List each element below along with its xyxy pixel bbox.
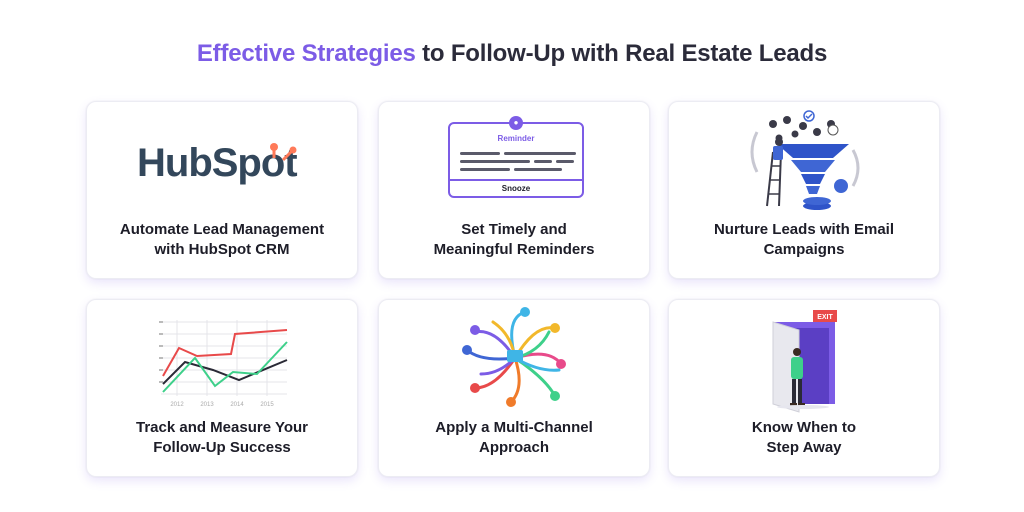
card-label-line1: Track and Measure Your [135, 419, 309, 436]
card-track-measure: 2012 2013 2014 2015 Track and Measure Yo… [86, 299, 358, 477]
bell-icon: ● [509, 116, 523, 130]
card-label-line2: Step Away [766, 439, 842, 456]
text-line [460, 168, 510, 171]
text-line [534, 160, 552, 163]
chart-year-label: 2014 [230, 402, 244, 408]
text-line [504, 152, 576, 155]
card-label-line2: Meaningful Reminders [433, 241, 595, 258]
text-line [460, 152, 500, 155]
line-chart-illustration: 2012 2013 2014 2015 [87, 300, 357, 415]
multichannel-arrows-illustration [379, 300, 649, 415]
card-label-line2: Campaigns [763, 241, 845, 258]
card-label-line2: Approach [478, 439, 549, 456]
card-reminders: ● Reminder Snooze Set Timely and Meaning… [378, 101, 650, 279]
exit-door-illustration: EXIT [669, 300, 939, 415]
text-line [514, 168, 562, 171]
card-label-line1: Nurture Leads with Email [713, 221, 895, 238]
card-label-line1: Know When to [751, 419, 857, 436]
card-label-line1: Automate Lead Management [119, 221, 325, 238]
card-label-line1: Set Timely and [461, 221, 567, 238]
page-title: Effective Strategies to Follow-Up with R… [0, 40, 1024, 68]
chart-year-label: 2012 [170, 402, 184, 408]
line-chart-icon: 2012 2013 2014 2015 [159, 320, 288, 408]
card-label: Automate Lead Management with HubSpot CR… [97, 220, 347, 260]
card-label-line2: with HubSpot CRM [154, 241, 290, 258]
card-multi-channel: Apply a Multi-Channel Approach [378, 299, 650, 477]
reminder-widget: ● Reminder Snooze [448, 116, 584, 198]
card-label-line1: Apply a Multi-Channel [435, 419, 593, 436]
card-label-line2: Follow-Up Success [153, 439, 291, 456]
card-label: Know When to Step Away [679, 418, 929, 458]
hubspot-logo-icon: HubSpot [137, 141, 298, 185]
text-line [460, 160, 530, 163]
chart-year-label: 2013 [200, 402, 214, 408]
chart-year-label: 2015 [260, 402, 274, 408]
exit-sign-text: EXIT [817, 314, 833, 321]
card-label: Set Timely and Meaningful Reminders [389, 220, 639, 260]
funnel-icon [750, 110, 860, 210]
title-rest: to Follow-Up with Real Estate Leads [415, 40, 828, 67]
card-label: Apply a Multi-Channel Approach [389, 418, 639, 458]
card-hubspot-crm: HubSpot Automate Lead Management with Hu… [86, 101, 358, 279]
card-label: Nurture Leads with Email Campaigns [679, 220, 929, 260]
reminder-title: Reminder [497, 134, 535, 143]
hubspot-logo: HubSpot [87, 102, 357, 217]
card-email-campaigns: Nurture Leads with Email Campaigns [668, 101, 940, 279]
snooze-button: Snooze [450, 179, 582, 196]
title-accent: Effective Strategies [196, 40, 416, 67]
reminder-illustration: ● Reminder Snooze [379, 102, 649, 217]
multichannel-icon [462, 307, 566, 407]
card-step-away: EXIT Know When to Step Away [668, 299, 940, 477]
text-line [556, 160, 574, 163]
card-label: Track and Measure Your Follow-Up Success [97, 418, 347, 458]
exit-door-icon: EXIT [772, 310, 837, 413]
sales-funnel-illustration [669, 102, 939, 217]
